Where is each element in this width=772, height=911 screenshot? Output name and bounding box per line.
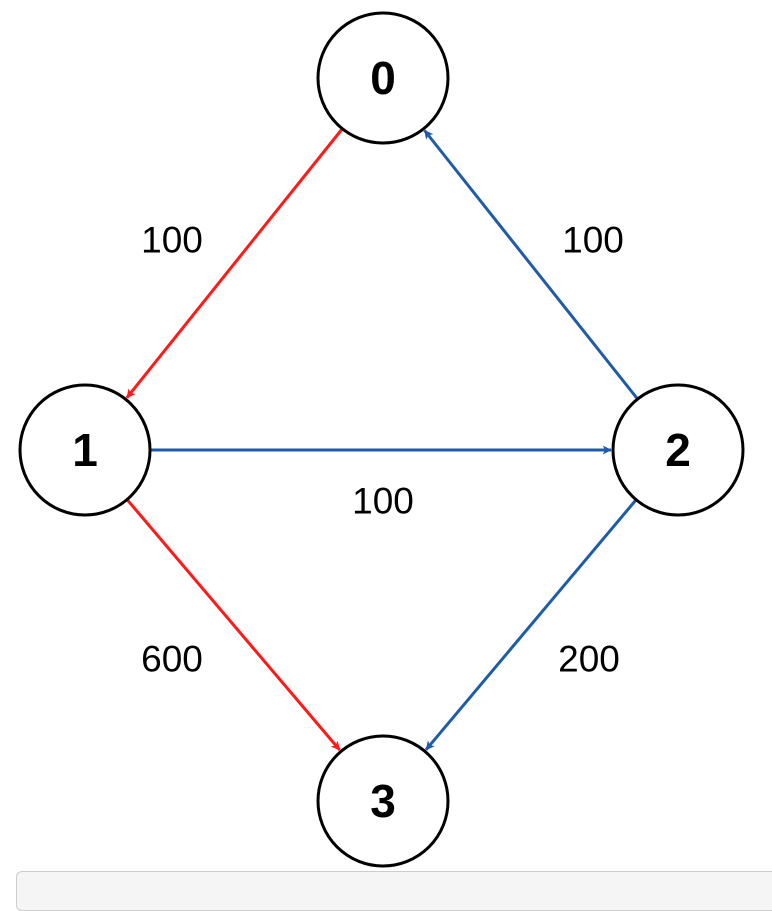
edge-1-to-3 [126,499,341,751]
edge-weight-1-to-2: 100 [352,481,414,522]
edges-layer [125,128,639,751]
node-1-circle [18,383,152,517]
node-0-circle [316,11,450,145]
edge-weight-2-to-0: 100 [562,220,624,261]
node-2-circle [611,383,745,517]
code-block [16,871,772,911]
node-2-label: 2 [665,424,691,476]
graph-node-0: 0 [316,11,450,145]
node-0-label: 0 [370,52,396,104]
edge-2-to-0 [423,129,639,400]
edge-0-to-1 [125,128,343,399]
edge-weight-1-to-3: 600 [141,639,203,680]
graph-node-2: 2 [611,383,745,517]
edge-weight-2-to-3: 200 [558,639,620,680]
edge-2-to-3 [424,499,637,751]
graph-node-3: 3 [316,734,450,868]
node-1-label: 1 [72,424,98,476]
graph-node-1: 1 [18,383,152,517]
edge-labels-layer: 100 100 100 600 200 [141,220,624,680]
graph-diagram: 100 100 100 600 200 0 1 2 3 [18,11,745,868]
edge-weight-0-to-1: 100 [141,220,203,261]
node-3-label: 3 [370,775,396,827]
node-3-circle [316,734,450,868]
